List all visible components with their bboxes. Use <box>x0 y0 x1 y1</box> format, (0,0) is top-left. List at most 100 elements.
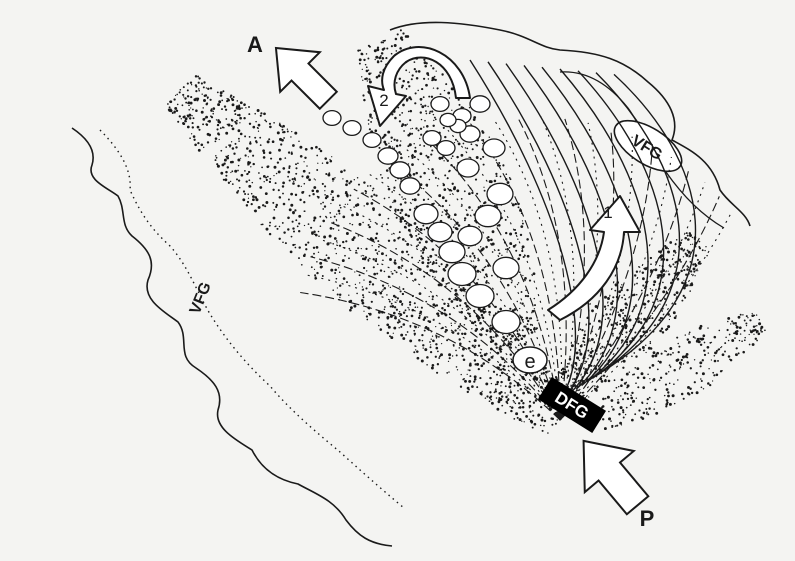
stipple-dot <box>406 35 409 38</box>
stipple-dot <box>477 259 479 261</box>
stipple-dot <box>629 371 631 373</box>
stipple-dot <box>659 330 662 333</box>
stipple-dot <box>333 222 335 224</box>
stipple-dot <box>576 373 579 376</box>
stipple-dot <box>373 273 376 276</box>
stipple-dot <box>293 230 295 232</box>
stipple-dot <box>438 256 440 258</box>
stipple-dot <box>517 338 519 340</box>
stipple-dot <box>215 137 218 140</box>
stipple-dot <box>299 246 301 248</box>
stipple-dot <box>595 305 598 308</box>
stipple-dot <box>435 262 437 264</box>
stipple-dot <box>400 203 402 205</box>
stipple-dot <box>430 351 432 353</box>
stipple-dot <box>246 204 248 206</box>
stipple-dot <box>395 248 397 250</box>
stipple-dot <box>376 273 378 275</box>
stipple-dot <box>365 248 367 250</box>
stipple-dot <box>282 193 284 195</box>
stipple-dot <box>661 353 663 355</box>
stipple-dot <box>238 138 240 140</box>
stipple-dot <box>481 314 483 316</box>
stipple-dot <box>452 355 453 356</box>
stipple-dot <box>652 364 655 367</box>
stipple-dot <box>421 307 423 309</box>
stipple-dot <box>595 349 598 352</box>
stipple-dot <box>386 47 388 49</box>
stipple-dot <box>624 298 626 300</box>
stipple-dot <box>356 293 358 295</box>
stipple-dot <box>254 210 255 211</box>
stipple-dot <box>344 247 346 249</box>
stipple-dot <box>207 141 209 143</box>
stipple-dot <box>418 233 420 235</box>
stipple-dot <box>425 326 427 328</box>
stipple-dot <box>274 166 277 169</box>
stipple-dot <box>432 339 435 342</box>
stipple-dot <box>482 131 485 134</box>
stipple-dot <box>279 158 282 161</box>
stipple-dot <box>353 236 356 239</box>
stipple-dot <box>620 406 623 409</box>
stipple-dot <box>646 286 647 287</box>
stipple-dot <box>490 238 493 241</box>
stipple-dot <box>685 273 687 275</box>
stipple-dot <box>293 181 294 182</box>
stipple-dot <box>421 88 422 89</box>
stipple-dot <box>311 232 314 235</box>
stipple-dot <box>686 353 689 356</box>
stipple-dot <box>382 289 383 290</box>
stipple-dot <box>334 237 337 240</box>
stipple-dot <box>615 327 617 329</box>
stipple-dot <box>463 143 465 145</box>
stipple-dot <box>448 171 450 173</box>
stipple-dot <box>339 213 341 215</box>
stipple-dot <box>681 393 684 396</box>
stipple-dot <box>667 353 669 355</box>
stipple-dot <box>473 255 475 257</box>
stipple-dot <box>187 115 189 117</box>
stipple-dot <box>301 191 304 194</box>
stipple-dot <box>525 386 527 388</box>
stipple-dot <box>659 250 662 253</box>
stipple-dot <box>727 329 729 331</box>
stipple-dot <box>231 120 232 121</box>
stipple-dot <box>448 361 449 362</box>
stipple-dot <box>668 271 669 272</box>
stipple-dot <box>615 425 617 427</box>
stipple-dot <box>471 192 473 194</box>
stipple-dot <box>185 121 187 123</box>
stipple-dot <box>361 255 362 256</box>
stipple-dot <box>544 420 546 422</box>
stipple-dot <box>247 173 249 175</box>
stipple-dot <box>245 107 246 108</box>
stipple-dot <box>479 377 481 379</box>
stipple-dot <box>532 415 534 417</box>
stipple-dot <box>198 129 200 131</box>
stipple-dot <box>384 306 386 308</box>
stipple-dot <box>689 332 691 334</box>
stipple-dot <box>589 323 591 325</box>
stipple-dot <box>667 325 670 328</box>
stipple-dot <box>269 178 271 180</box>
stipple-dot <box>602 398 605 401</box>
stipple-dot <box>220 150 222 152</box>
stipple-dot <box>680 261 682 263</box>
stipple-dot <box>631 392 633 394</box>
stipple-dot <box>662 290 665 293</box>
stipple-dot <box>419 268 422 271</box>
stipple-dot <box>458 286 460 288</box>
stipple-dot <box>227 166 229 168</box>
stipple-dot <box>402 288 404 290</box>
stipple-dot <box>690 270 692 272</box>
stipple-dot <box>610 302 613 305</box>
stipple-dot <box>399 316 400 317</box>
stipple-dot <box>667 391 669 393</box>
stipple-dot <box>464 291 465 292</box>
stipple-dot <box>464 302 466 304</box>
stipple-dot <box>490 395 492 397</box>
stipple-dot <box>674 261 676 263</box>
stipple-dot <box>228 144 230 146</box>
follicle <box>343 121 361 136</box>
